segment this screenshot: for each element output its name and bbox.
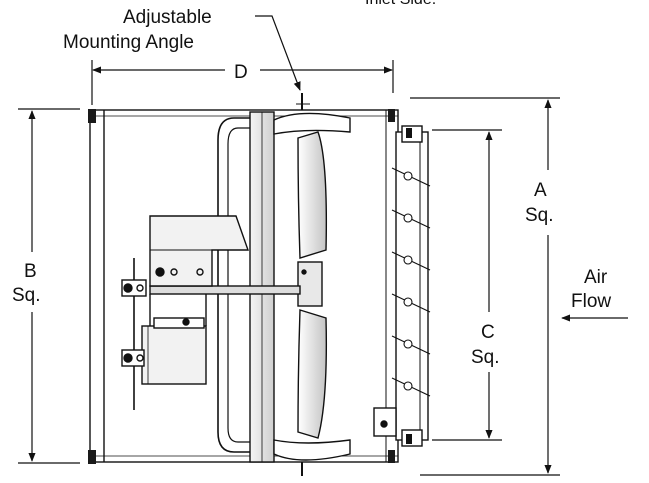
fan-blade-upper [297, 131, 328, 259]
dimension-d [91, 60, 394, 105]
dimension-a-label: A [534, 180, 547, 201]
fan-hub [297, 261, 323, 307]
dimension-d-label: D [234, 62, 248, 83]
pulley-assembly [121, 258, 147, 410]
fan-unit [88, 93, 431, 476]
dimension-c [432, 129, 502, 441]
adjustable-label-line2: Mounting Angle [63, 32, 194, 53]
damper-louvers [391, 167, 431, 397]
dimension-b-sq-label: Sq. [12, 285, 41, 306]
inlet-flange [395, 131, 429, 441]
adjustable-leader-line [255, 15, 301, 91]
dimension-b [18, 108, 80, 464]
air-flow-label-line2: Flow [571, 291, 611, 312]
dimension-a-sq-label: Sq. [525, 205, 554, 226]
fan-blade-lower [297, 309, 328, 439]
dimension-a [410, 97, 560, 476]
dimension-c-sq-label: Sq. [471, 347, 500, 368]
dimension-c-label: C [481, 322, 495, 343]
dimension-b-label: B [24, 261, 37, 282]
inlet-side-partial-label: Inlet Side. [365, 0, 436, 8]
fan-shaft [149, 285, 301, 295]
corner-brackets [88, 109, 395, 464]
motor-body [141, 325, 207, 385]
air-flow-label-line1: Air [584, 267, 608, 288]
mounting-angle [296, 93, 310, 476]
adjustable-label-line1: Adjustable [123, 7, 212, 28]
